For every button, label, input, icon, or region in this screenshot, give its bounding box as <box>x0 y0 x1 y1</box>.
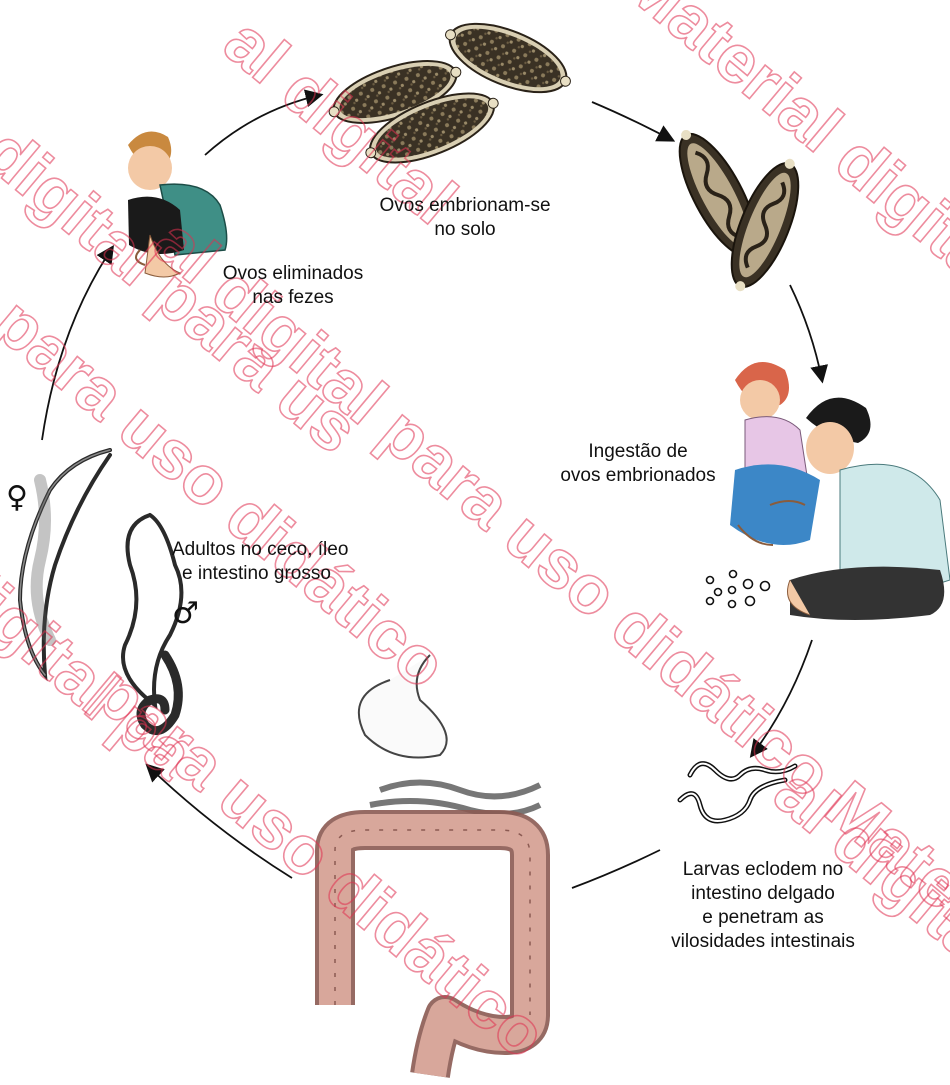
children-playing-illustration <box>730 362 950 620</box>
small-eggs-on-ground <box>705 569 771 609</box>
stage-label-line: vilosidades intestinais <box>671 931 855 952</box>
eggs-embryonated <box>678 129 800 292</box>
stage-label-eliminated: Ovos eliminados nas fezes <box>214 262 372 310</box>
arrow-ingestion-to-larvae <box>749 639 813 758</box>
male-symbol-icon: ♂ <box>172 596 199 631</box>
stage-label-line: intestino delgado <box>691 883 835 904</box>
stage-label-larvae: Larvas eclodem no intestino delgado e pe… <box>656 858 870 954</box>
stage-label-line: Ovos embrionam-se <box>379 195 551 216</box>
stage-label-embryonate: Ovos embrionam-se no solo <box>372 194 558 242</box>
stage-label-line: Adultos no ceco, íleo <box>172 539 349 560</box>
cycle-arrows <box>41 89 828 889</box>
stage-label-line: nas fezes <box>252 287 334 308</box>
arrow-intestine-to-adults <box>145 763 293 879</box>
stage-label-line: e intestino grosso <box>182 563 331 584</box>
arrow-eggs-to-embryonated <box>591 101 676 142</box>
arrow-embryonated-to-ingestion <box>789 284 828 384</box>
eggs-unembryonated <box>328 22 571 164</box>
arrow-larvae-to-intestine <box>571 849 661 889</box>
stage-label-line: Ingestão de <box>588 441 688 462</box>
boy-crouching-illustration <box>128 131 228 278</box>
digestive-tract-illustration <box>315 654 550 1078</box>
stage-label-line: Ovos eliminados <box>222 263 364 284</box>
stage-label-line: e penetram as <box>702 907 824 928</box>
arrow-adults-to-eliminated <box>41 244 114 441</box>
stage-label-ingestion: Ingestão de ovos embrionados <box>553 440 723 488</box>
adult-worms-illustration <box>17 448 184 736</box>
stage-label-line: no solo <box>434 219 496 240</box>
stage-label-adults: Adultos no ceco, íleo e intestino grosso <box>172 538 372 586</box>
female-symbol-icon: ♀ <box>6 480 28 515</box>
stage-label-line: ovos embrionados <box>560 465 716 486</box>
stage-label-line: Larvas eclodem no <box>682 859 844 880</box>
arrow-eliminated-to-eggs <box>204 89 324 156</box>
larvae-illustration <box>677 761 798 824</box>
